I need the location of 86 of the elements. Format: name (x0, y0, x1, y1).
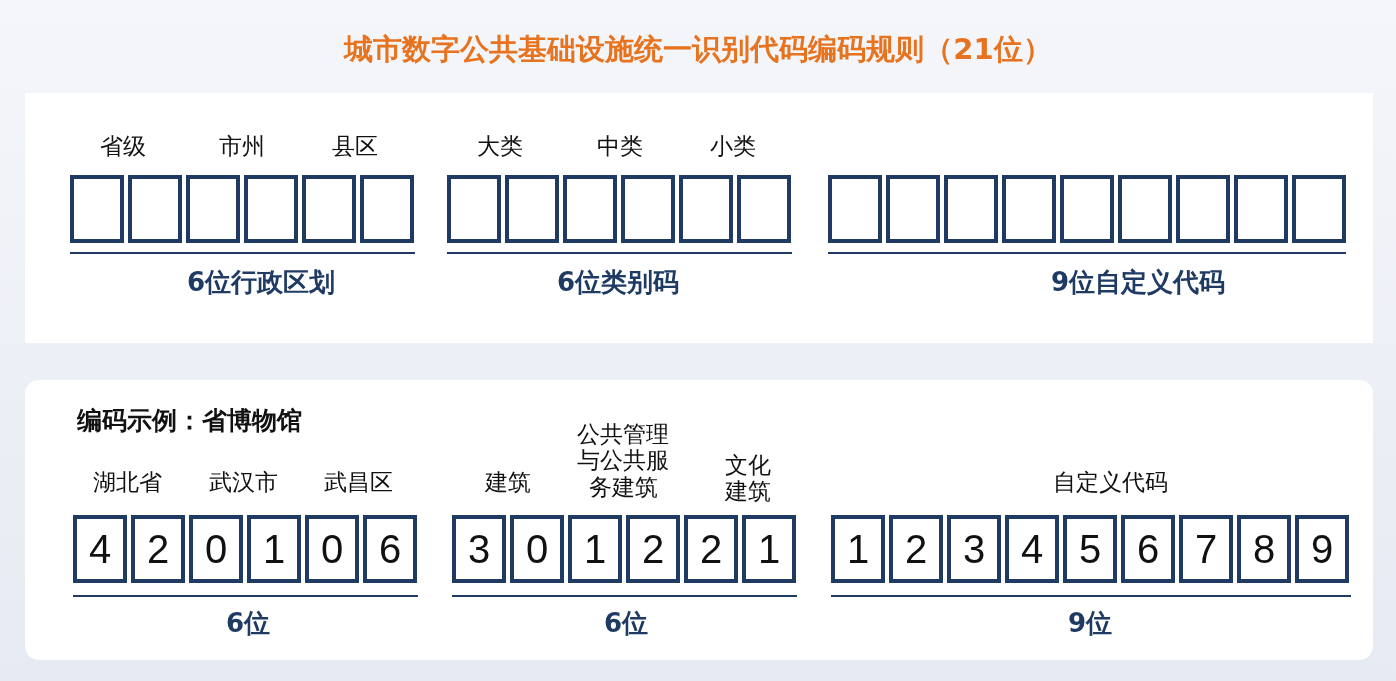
code-box (828, 175, 882, 243)
digit: 9 (1310, 526, 1334, 572)
segment-label: 自定义代码 (1052, 468, 1168, 496)
code-box (244, 175, 298, 243)
code-box (1176, 175, 1230, 243)
digit-count-label: 6位 (225, 609, 271, 639)
digit: 1 (262, 526, 286, 572)
digit-box (510, 515, 564, 583)
digit: 3 (467, 526, 491, 572)
digit-count-label: 6位类别码 (556, 268, 680, 298)
segment-label: 大类 (477, 132, 523, 160)
digit: 4 (1020, 526, 1044, 572)
digit: 5 (1078, 526, 1102, 572)
code-box (1118, 175, 1172, 243)
digit-box (189, 515, 243, 583)
code-box (886, 175, 940, 243)
digit-box (73, 515, 127, 583)
title: 城市数字公共基础设施统一识别代码编码规则（21位） (342, 31, 1053, 68)
code-box (128, 175, 182, 243)
digit: 3 (962, 526, 986, 572)
code-box (505, 175, 559, 243)
code-box (1292, 175, 1346, 243)
code-box (679, 175, 733, 243)
code-box (563, 175, 617, 243)
code-box (447, 175, 501, 243)
digit: 2 (699, 526, 723, 572)
digit-box (452, 515, 506, 583)
digit: 8 (1252, 526, 1276, 572)
digit-box (831, 515, 885, 583)
digit-count-label: 6位 (603, 609, 649, 639)
code-box (70, 175, 124, 243)
segment-label: 公共管理与公共服务建筑 (576, 421, 670, 501)
code-box (1060, 175, 1114, 243)
segment-label: 小类 (710, 132, 756, 160)
digit-box (1295, 515, 1349, 583)
digit-box (684, 515, 738, 583)
code-box (1002, 175, 1056, 243)
digit-box (947, 515, 1001, 583)
code-box (737, 175, 791, 243)
digit-count-label: 6位行政区划 (186, 268, 336, 298)
panel (25, 380, 1373, 660)
digit-box (889, 515, 943, 583)
digit-box (742, 515, 796, 583)
code-box (944, 175, 998, 243)
segment-label: 湖北省 (92, 468, 162, 496)
code-box (621, 175, 675, 243)
digit: 1 (583, 526, 607, 572)
segment-label: 中类 (597, 132, 643, 160)
digit-box (1121, 515, 1175, 583)
digit-box (363, 515, 417, 583)
digit: 2 (641, 526, 665, 572)
heading: 编码示例：省博物馆 (77, 405, 302, 437)
segment-label: 文化建筑 (724, 451, 772, 505)
digit-box (626, 515, 680, 583)
digit-box (247, 515, 301, 583)
digit: 0 (204, 526, 228, 572)
segment-label: 市州 (219, 132, 265, 160)
code-box (1234, 175, 1288, 243)
digit: 2 (146, 526, 170, 572)
digit-box (1237, 515, 1291, 583)
digit-count-label: 9位 (1067, 609, 1113, 639)
digit-box (568, 515, 622, 583)
digit: 6 (1136, 526, 1160, 572)
digit-box (131, 515, 185, 583)
digit: 7 (1194, 526, 1218, 572)
digit-box (1005, 515, 1059, 583)
digit-box (1179, 515, 1233, 583)
digit: 0 (320, 526, 344, 572)
segment-label: 省级 (100, 132, 146, 160)
code-box (302, 175, 356, 243)
segment-label: 武汉市 (208, 468, 278, 496)
segment-label: 武昌区 (323, 468, 393, 496)
digit-box (1063, 515, 1117, 583)
digit: 1 (846, 526, 870, 572)
digit-box (305, 515, 359, 583)
digit: 0 (525, 526, 549, 572)
digit-count-label: 9位自定义代码 (1050, 268, 1226, 298)
digit: 6 (378, 526, 402, 572)
segment-label: 建筑 (485, 468, 531, 496)
panel (25, 93, 1373, 343)
digit: 1 (757, 526, 781, 572)
code-box (360, 175, 414, 243)
code-box (186, 175, 240, 243)
digit: 2 (904, 526, 928, 572)
digit: 4 (88, 526, 112, 572)
segment-label: 县区 (332, 132, 378, 160)
